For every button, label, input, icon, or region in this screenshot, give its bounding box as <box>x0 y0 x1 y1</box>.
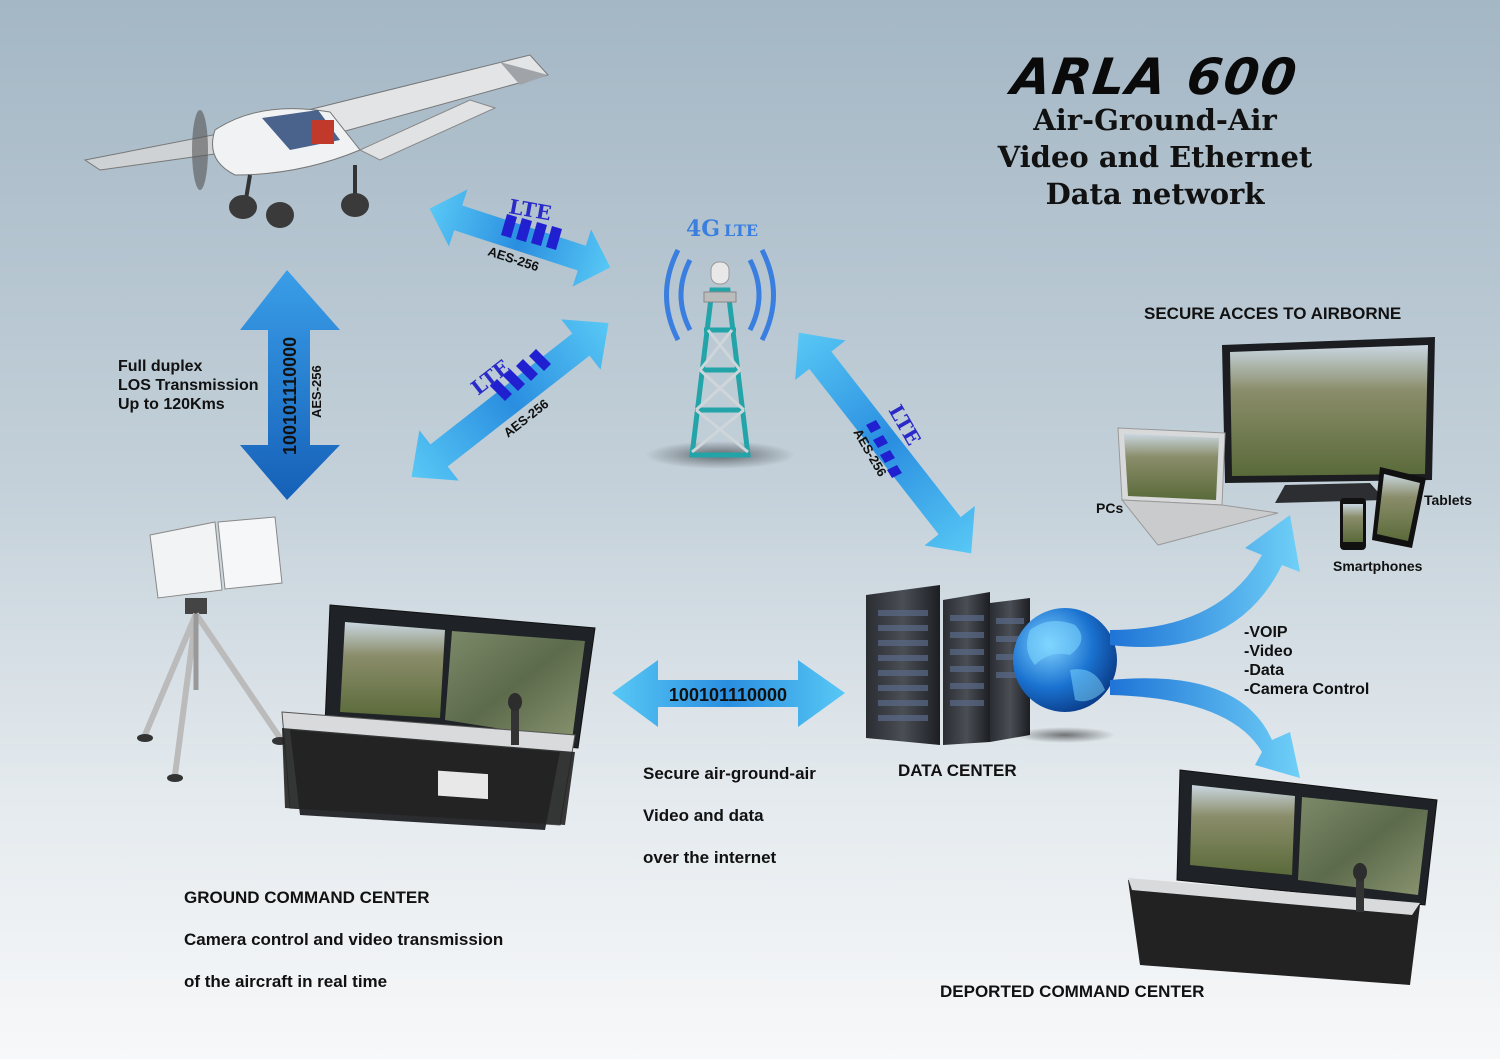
los-description: Full duplex LOS Transmission Up to 120Km… <box>118 357 258 414</box>
internet-line-1: Secure air-ground-air <box>643 764 816 783</box>
diagram-subtitle: Air-Ground-Air Video and Ethernet Data n… <box>990 102 1320 213</box>
internet-description: Secure air-ground-air Video and data ove… <box>643 742 816 889</box>
service-voip: -VOIP <box>1244 624 1288 641</box>
internet-line-3: over the internet <box>643 848 777 867</box>
subtitle-line-1: Air-Ground-Air <box>1033 103 1277 137</box>
service-video: -Video <box>1244 643 1293 660</box>
ground-tower-stripes <box>490 349 551 401</box>
internet-line-2: Video and data <box>643 806 764 825</box>
internet-link-arrow <box>612 660 845 727</box>
service-camera-control: -Camera Control <box>1244 681 1370 698</box>
smartphones-label: Smartphones <box>1333 558 1423 574</box>
internet-binary-label: 100101110000 <box>669 685 787 705</box>
datacenter-devices-arrow <box>1110 515 1300 648</box>
datacenter-deported-arrow <box>1110 678 1300 778</box>
ground-command-console <box>281 604 596 830</box>
ground-center-line-1: Camera control and video transmission <box>184 930 504 949</box>
los-link-arrow: 100101110000 AES-256 <box>240 270 340 500</box>
data-center-servers <box>866 585 1117 745</box>
subtitle-line-2: Video and Ethernet <box>997 140 1313 174</box>
tower-lte-label: LTE <box>724 221 758 240</box>
subtitle-line-3: Data network <box>1045 177 1265 211</box>
secure-access-devices <box>1117 337 1435 550</box>
secure-access-title: SECURE ACCES TO AIRBORNE <box>1144 304 1402 323</box>
deported-center-label: DEPORTED COMMAND CENTER <box>940 982 1205 1001</box>
ground-center-line-2: of the aircraft in real time <box>184 972 388 991</box>
deported-command-console <box>1128 769 1438 985</box>
aircraft-tower-stripes <box>501 214 562 250</box>
ground-center-title: GROUND COMMAND CENTER <box>184 888 430 907</box>
data-center-label: DATA CENTER <box>898 761 1017 780</box>
ground-tower-lte-link <box>411 319 609 481</box>
los-line-3: Up to 120Kms <box>118 396 225 413</box>
lte-tower-illustration <box>645 248 795 469</box>
ground-antenna-tripod <box>137 516 288 782</box>
aircraft-illustration <box>83 54 549 228</box>
service-data: -Data <box>1244 662 1285 679</box>
los-line-1: Full duplex <box>118 358 203 375</box>
tower-4g-label: 4G <box>686 216 720 242</box>
tower-datacenter-stripes <box>866 420 902 478</box>
tablets-label: Tablets <box>1424 492 1472 508</box>
pcs-label: PCs <box>1096 500 1124 516</box>
services-list: -VOIP -Video -Data -Camera Control <box>1244 623 1369 699</box>
los-binary-label: 100101110000 <box>280 337 300 455</box>
ground-center-description: GROUND COMMAND CENTER Camera control and… <box>184 866 503 1013</box>
los-line-2: LOS Transmission <box>118 377 259 394</box>
los-aes-label: AES-256 <box>309 365 324 418</box>
